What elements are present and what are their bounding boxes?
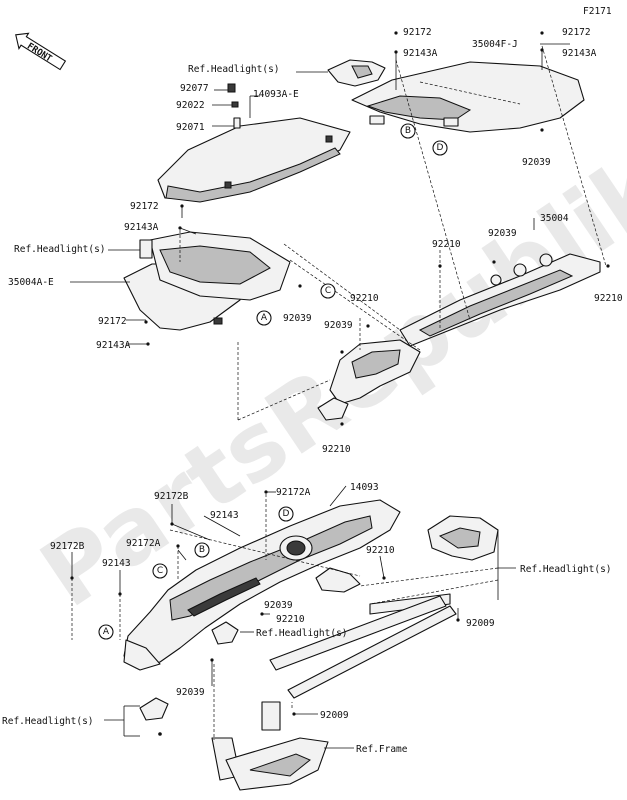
label-92022: 92022 [176, 100, 205, 111]
label-ref-frame: Ref.Frame [356, 744, 408, 755]
label-35004fj: 35004F-J [472, 39, 518, 50]
lower-left-clip [139, 697, 169, 736]
label-92210-e: 92210 [366, 545, 395, 556]
label-92210-f: 92210 [276, 614, 305, 625]
label-92210-d: 92210 [322, 444, 351, 455]
label-35004ae: 35004A-E [8, 277, 54, 288]
label-ref-headlight-3: Ref.Headlight(s) [520, 564, 612, 575]
lower-mid-bracket [211, 621, 239, 645]
label-92039-a: 92039 [522, 157, 551, 168]
label-92143a-d: 92143A [96, 340, 131, 351]
right-upper-cover [351, 61, 585, 133]
lower-dashed-lines [71, 494, 499, 740]
label-ref-headlight-1: Ref.Headlight(s) [188, 64, 280, 75]
callout-c-lower: C [157, 566, 163, 576]
callout-c-upper: C [325, 286, 331, 296]
label-ref-headlight-2: Ref.Headlight(s) [14, 244, 106, 255]
callout-b-upper: B [405, 126, 411, 136]
label-92039-f: 92039 [176, 687, 205, 698]
callout-d-upper: D [437, 143, 444, 153]
label-92172-c: 92172 [130, 201, 159, 212]
callout-a-lower: A [103, 627, 110, 637]
label-92071: 92071 [176, 122, 205, 133]
right-middle-bracket [399, 253, 601, 347]
callout-a-upper: A [261, 313, 268, 323]
upper-leaders [70, 43, 570, 345]
label-92172b-a: 92172B [154, 491, 189, 502]
callout-d-lower: D [283, 509, 290, 519]
label-92143-a: 92143 [210, 510, 239, 521]
lower-leaders [71, 485, 516, 749]
label-92039-e: 92039 [264, 600, 293, 611]
diagram-code: F2171 [583, 6, 612, 17]
label-92143a-c: 92143A [124, 222, 159, 233]
cover-tabs [369, 115, 459, 127]
label-35004: 35004 [540, 213, 569, 224]
label-92172-d: 92172 [98, 316, 127, 327]
label-92210-b: 92210 [350, 293, 379, 304]
center-upper-cover [157, 117, 351, 203]
label-92172b-b: 92172B [50, 541, 85, 552]
label-92210-c: 92210 [594, 293, 623, 304]
label-14093ae: 14093A-E [253, 89, 299, 100]
lower-right-bracket [427, 515, 499, 561]
label-92172a-b: 92172A [126, 538, 161, 549]
lower-frame-tubes [211, 593, 457, 791]
label-92009-a: 92009 [466, 618, 495, 629]
label-92009-b: 92009 [320, 710, 349, 721]
lower-center-clip [315, 567, 361, 593]
upper-headlight-bracket [327, 59, 386, 87]
label-92039-b: 92039 [283, 313, 312, 324]
lower-callouts: D B C A [98, 506, 294, 640]
upper-dashed-lines [179, 45, 607, 421]
front-arrow-icon: FRONT [15, 32, 67, 71]
label-92077: 92077 [180, 83, 209, 94]
label-92172a-a: 92172A [276, 487, 311, 498]
label-92039-d: 92039 [324, 320, 353, 331]
label-92172-b: 92172 [562, 27, 591, 38]
label-92143a-b: 92143A [562, 48, 597, 59]
label-ref-headlight-5: Ref.Headlight(s) [2, 716, 94, 727]
label-92143a-a: 92143A [403, 48, 438, 59]
upper-labels: 92172 92143A 92172 92143A 35004F-J Ref.H… [8, 27, 623, 455]
label-14093: 14093 [350, 482, 379, 493]
callout-b-lower: B [199, 545, 205, 555]
label-92172-a: 92172 [403, 27, 432, 38]
label-92143-b: 92143 [102, 558, 131, 569]
left-side-cover [123, 231, 291, 331]
lower-labels: 92172A 14093 92172B 92143 92172B 92172A … [2, 482, 612, 755]
lower-main-panel [123, 499, 401, 671]
center-lower-bracket [317, 339, 421, 421]
label-ref-headlight-4: Ref.Headlight(s) [256, 628, 348, 639]
label-92210-a: 92210 [432, 239, 461, 250]
label-92039-c: 92039 [488, 228, 517, 239]
upper-fasteners [144, 31, 610, 426]
upper-callouts: B D C A [256, 123, 448, 326]
